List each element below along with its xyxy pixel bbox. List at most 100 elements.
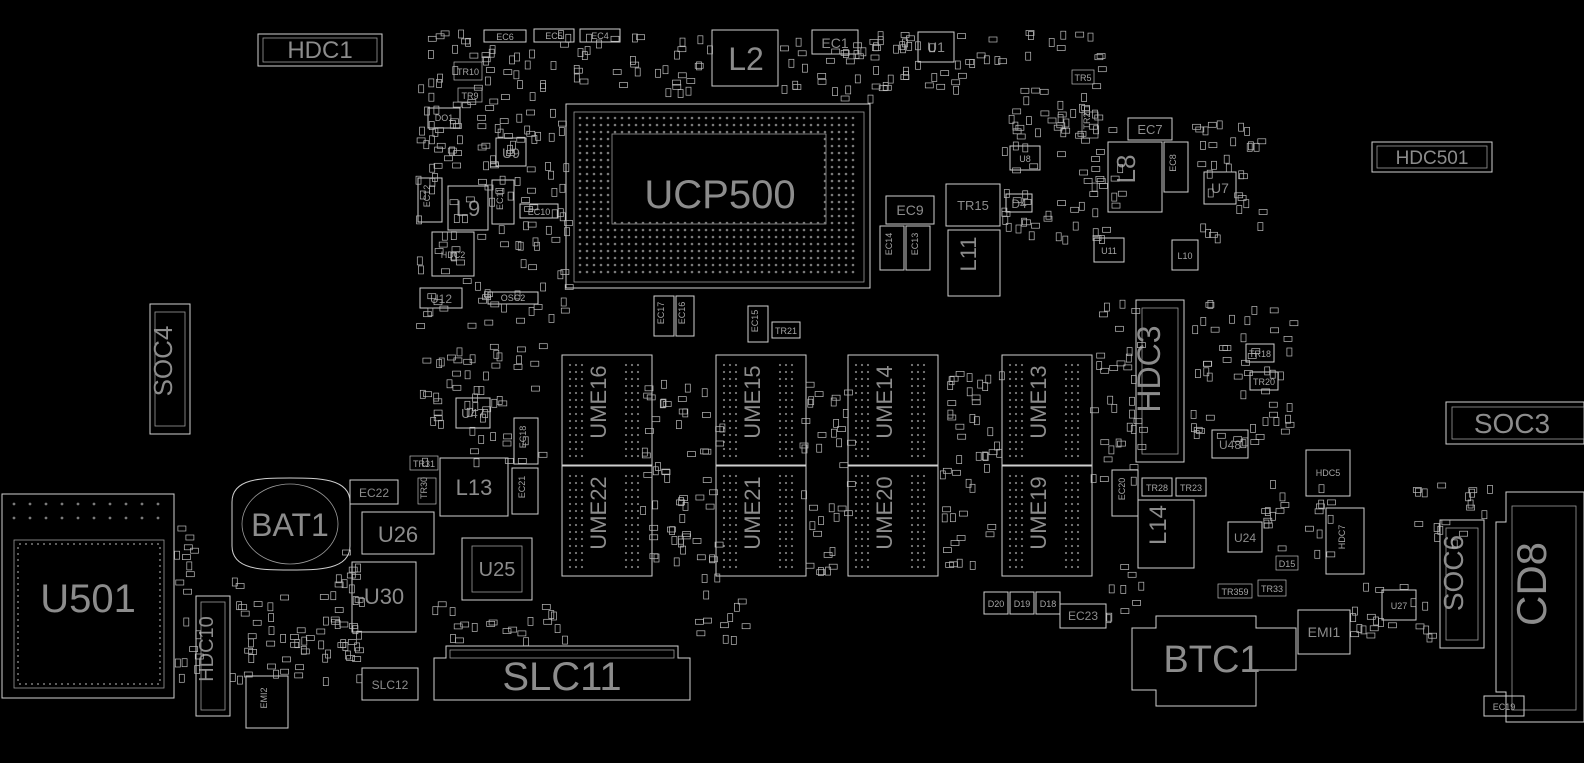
component-ec23[interactable]: EC23 bbox=[1059, 603, 1107, 629]
smd-pad bbox=[477, 123, 487, 130]
component-ec17[interactable]: EC17 bbox=[653, 295, 675, 337]
component-u11[interactable]: U11 bbox=[1093, 237, 1125, 263]
component-ec5[interactable]: EC5 bbox=[533, 28, 575, 43]
component-d19[interactable]: D19 bbox=[1009, 591, 1035, 615]
component-tr33[interactable]: TR33 bbox=[1257, 579, 1287, 597]
component-tr15[interactable]: TR15 bbox=[945, 183, 1001, 227]
ball-pad bbox=[802, 228, 806, 232]
component-ec14[interactable]: EC14 bbox=[879, 225, 905, 271]
component-hdc3[interactable]: HDC3 bbox=[1131, 299, 1185, 463]
component-ume22[interactable]: UME22 bbox=[561, 465, 653, 577]
component-tr9[interactable]: TR9 bbox=[457, 87, 483, 103]
component-soc6[interactable]: SOC6 bbox=[1438, 519, 1485, 649]
ball-pad bbox=[574, 391, 578, 395]
ball-pad bbox=[1008, 558, 1012, 562]
component-ume15[interactable]: UME15 bbox=[715, 354, 807, 466]
component-u24[interactable]: U24 bbox=[1227, 521, 1263, 553]
component-ec13[interactable]: EC13 bbox=[905, 225, 931, 271]
component-hdc1[interactable]: HDC1 bbox=[257, 33, 383, 67]
component-tr2[interactable]: TR2 bbox=[1081, 111, 1099, 139]
component-tr21[interactable]: TR21 bbox=[771, 321, 801, 339]
component-ume16[interactable]: UME16 bbox=[561, 354, 653, 466]
component-ec20[interactable]: EC20 bbox=[1111, 469, 1139, 517]
component-ec21[interactable]: EC21 bbox=[511, 467, 539, 515]
smd-pad bbox=[649, 553, 659, 560]
component-hdc5[interactable]: HDC5 bbox=[1305, 449, 1351, 497]
component-bat1[interactable]: BAT1 bbox=[231, 477, 351, 571]
ball-pad bbox=[636, 398, 640, 402]
component-ume19[interactable]: UME19 bbox=[1001, 465, 1093, 577]
component-ume13[interactable]: UME13 bbox=[1001, 354, 1093, 466]
component-emi2[interactable]: EMI2 bbox=[245, 675, 289, 729]
component-ec8[interactable]: EC8 bbox=[1163, 141, 1189, 193]
component-ec18[interactable]: EC18 bbox=[513, 417, 539, 465]
component-hdc10[interactable]: HDC10 bbox=[195, 595, 231, 717]
smd-pad bbox=[1242, 437, 1249, 447]
component-ec6[interactable]: EC6 bbox=[483, 29, 527, 43]
component-u25[interactable]: U25 bbox=[461, 537, 533, 601]
smd-pad bbox=[1219, 345, 1228, 351]
component-hdc501[interactable]: HDC501 bbox=[1371, 141, 1493, 173]
component-hdc7[interactable]: HDC7 bbox=[1325, 507, 1365, 575]
component-u8[interactable]: U8 bbox=[1009, 145, 1041, 171]
component-tr23[interactable]: TR23 bbox=[1175, 477, 1207, 497]
component-tr20[interactable]: TR20 bbox=[1249, 371, 1279, 391]
smd-pad bbox=[1273, 417, 1280, 426]
component-u26[interactable]: U26 bbox=[361, 511, 435, 555]
ball-pad bbox=[683, 221, 687, 225]
component-ume20[interactable]: UME20 bbox=[847, 465, 939, 577]
component-tr359[interactable]: TR359 bbox=[1217, 583, 1253, 599]
component-tr30[interactable]: TR30 bbox=[417, 477, 437, 505]
component-ec11[interactable]: EC11 bbox=[491, 179, 515, 225]
component-tr5[interactable]: TR5 bbox=[1071, 69, 1095, 85]
ball-pad bbox=[725, 242, 729, 246]
component-l14[interactable]: L14 bbox=[1137, 499, 1195, 569]
component-u7[interactable]: U7 bbox=[1203, 171, 1237, 205]
ball-pad bbox=[922, 502, 926, 506]
component-ucp500[interactable]: UCP500 bbox=[565, 103, 871, 289]
component-u501[interactable]: U501 bbox=[1, 493, 175, 699]
component-l8[interactable]: L8 bbox=[1107, 141, 1163, 213]
component-ec15[interactable]: EC15 bbox=[747, 305, 769, 343]
ball-pad bbox=[1020, 377, 1024, 381]
component-ume14[interactable]: UME14 bbox=[847, 354, 939, 466]
component-d20[interactable]: D20 bbox=[983, 591, 1009, 615]
component-tr31[interactable]: TR31 bbox=[409, 455, 439, 471]
component-tr18[interactable]: TR18 bbox=[1245, 343, 1275, 363]
component-ec1[interactable]: EC1 bbox=[811, 29, 859, 55]
component-l10[interactable]: L10 bbox=[1171, 239, 1199, 271]
component-ec9[interactable]: EC9 bbox=[885, 195, 935, 225]
component-u30[interactable]: U30 bbox=[351, 561, 417, 633]
component-ec19[interactable]: EC19 bbox=[1483, 695, 1525, 717]
component-ume21[interactable]: UME21 bbox=[715, 465, 807, 577]
smd-pad bbox=[1120, 564, 1130, 570]
ball-pad bbox=[734, 384, 738, 388]
component-d15[interactable]: D15 bbox=[1275, 555, 1299, 571]
ball-pad bbox=[784, 419, 788, 423]
component-soc3[interactable]: SOC3 bbox=[1445, 401, 1584, 445]
component-cd8[interactable]: CD8 bbox=[1495, 491, 1584, 723]
component-l11[interactable]: L11 bbox=[947, 229, 1001, 297]
component-l2[interactable]: L2 bbox=[711, 29, 779, 87]
component-ec16[interactable]: EC16 bbox=[675, 295, 695, 337]
component-l13[interactable]: L13 bbox=[439, 457, 509, 517]
component-u1[interactable]: U1 bbox=[917, 31, 955, 63]
component-l9[interactable]: L9 bbox=[447, 185, 489, 231]
component-ec7[interactable]: EC7 bbox=[1127, 117, 1173, 141]
component-do1[interactable]: DO1 bbox=[427, 107, 461, 129]
component-ec4[interactable]: EC4 bbox=[579, 28, 621, 43]
component-slc11[interactable]: SLC11 bbox=[433, 645, 691, 701]
component-ec12[interactable]: EC12 bbox=[417, 177, 443, 223]
component-slc12[interactable]: SLC12 bbox=[361, 667, 419, 701]
component-tr10[interactable]: TR10 bbox=[453, 61, 483, 81]
component-ec22[interactable]: EC22 bbox=[349, 479, 399, 505]
component-d18[interactable]: D18 bbox=[1035, 591, 1061, 615]
smd-pad bbox=[252, 619, 262, 626]
component-btc1[interactable]: BTC1 bbox=[1131, 615, 1297, 707]
ball-pad bbox=[620, 116, 624, 120]
component-soc4[interactable]: SOC4 bbox=[148, 303, 191, 435]
component-tr28[interactable]: TR28 bbox=[1141, 477, 1173, 497]
ball-pad bbox=[711, 130, 715, 134]
component-hdc2[interactable]: HDC2 bbox=[431, 231, 475, 277]
component-emi1[interactable]: EMI1 bbox=[1297, 609, 1351, 655]
